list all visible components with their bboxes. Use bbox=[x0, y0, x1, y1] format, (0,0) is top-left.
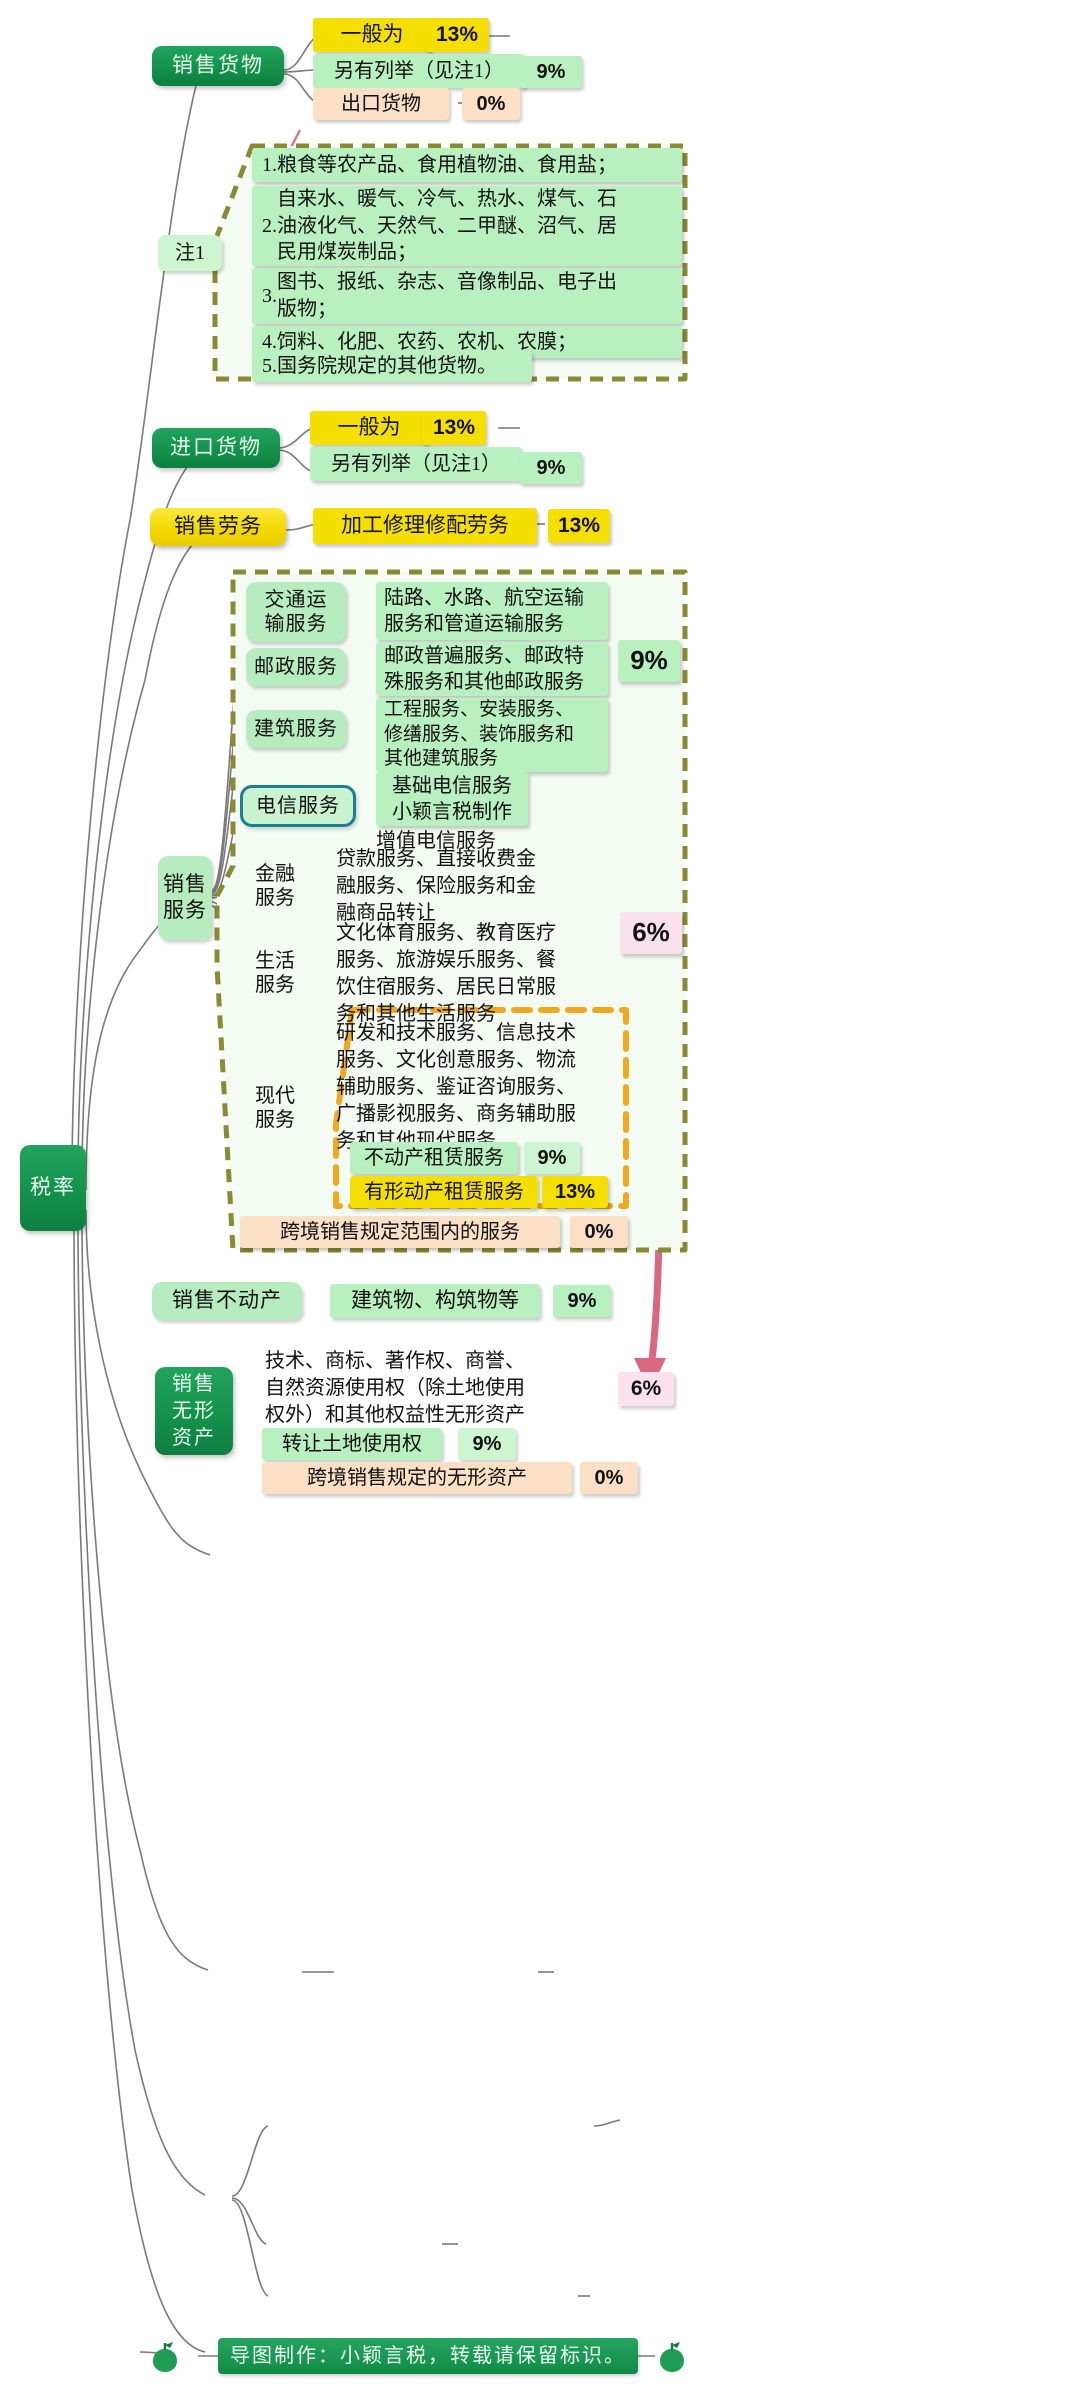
intangible-row-2-rate[interactable]: 0% bbox=[580, 1462, 638, 1494]
note1-item-1-num: 2. bbox=[262, 214, 277, 237]
note1-item-2-num: 3. bbox=[262, 284, 277, 307]
note1-item-4[interactable]: 5.国务院规定的其他货物。 bbox=[252, 350, 532, 382]
service-item-5-name[interactable]: 生活 服务 bbox=[255, 949, 295, 996]
service-item-4-detail[interactable]: 贷款服务、直接收费金 融服务、保险服务和金 融商品转让 bbox=[336, 847, 536, 924]
intangible-row-1-label[interactable]: 转让土地使用权 bbox=[262, 1428, 442, 1460]
intangible-row-0-rate[interactable]: 6% bbox=[618, 1372, 674, 1406]
branch-sell-intangible[interactable]: 销售 无形 资产 bbox=[155, 1367, 233, 1455]
branch-sell-labor[interactable]: 销售劳务 bbox=[150, 508, 286, 546]
sell-goods-row-2-rate[interactable]: 0% bbox=[462, 88, 520, 120]
services-rate-6-badge[interactable]: 6% bbox=[620, 912, 682, 954]
sell-realestate-row-0-label[interactable]: 建筑物、构筑物等 bbox=[330, 1284, 540, 1318]
intangible-row-2-label[interactable]: 跨境销售规定的无形资产 bbox=[262, 1462, 572, 1494]
service-item-0-name[interactable]: 交通运 输服务 bbox=[246, 582, 346, 642]
cross-border-services-rate[interactable]: 0% bbox=[570, 1216, 628, 1248]
service-item-1-detail[interactable]: 邮政普遍服务、邮政特 殊服务和其他邮政服务 bbox=[376, 642, 608, 696]
note1-item-2[interactable]: 3.图书、报纸、杂志、音像制品、电子出 版物； bbox=[252, 268, 682, 324]
modern-extra-1-label[interactable]: 有形动产租赁服务 bbox=[350, 1176, 538, 1208]
service-item-3-name[interactable]: 电信服务 bbox=[240, 785, 356, 827]
root-node[interactable]: 税率 bbox=[20, 1145, 86, 1231]
apple-icon-left bbox=[153, 2342, 177, 2372]
sell-labor-row-0-rate[interactable]: 13% bbox=[548, 509, 610, 543]
footer-credit-bar[interactable]: 导图制作：小颖言税，转载请保留标识。 bbox=[218, 2338, 638, 2374]
service-item-6-name[interactable]: 现代 服务 bbox=[255, 1084, 295, 1131]
service-item-1-name[interactable]: 邮政服务 bbox=[246, 648, 346, 686]
branch-sell-realestate[interactable]: 销售不动产 bbox=[152, 1282, 302, 1320]
sell-goods-row-0-label[interactable]: 一般为 bbox=[313, 18, 431, 52]
note1-item-1-text: 自来水、暖气、冷气、热水、煤气、石 油液化气、天然气、二甲醚、沼气、居 民用煤炭… bbox=[277, 188, 617, 264]
service-item-2-name[interactable]: 建筑服务 bbox=[246, 710, 346, 748]
service-item-4-name[interactable]: 金融 服务 bbox=[255, 862, 295, 909]
modern-extra-1-rate[interactable]: 13% bbox=[542, 1176, 608, 1208]
import-goods-row-1-rate[interactable]: 9% bbox=[520, 452, 582, 484]
services-rate-9-badge[interactable]: 9% bbox=[618, 640, 680, 682]
import-goods-row-1-label[interactable]: 另有列举（见注1） bbox=[310, 447, 522, 481]
note1-item-1[interactable]: 2.自来水、暖气、冷气、热水、煤气、石 油液化气、天然气、二甲醚、沼气、居 民用… bbox=[252, 186, 682, 266]
service-item-6-detail[interactable]: 研发和技术服务、信息技术 服务、文化创意服务、物流 辅助服务、鉴证咨询服务、 广… bbox=[336, 1021, 576, 1152]
service-item-0-detail[interactable]: 陆路、水路、航空运输 服务和管道运输服务 bbox=[376, 582, 608, 640]
intangible-row-0-label[interactable]: 技术、商标、著作权、商誉、 自然资源使用权（除土地使用 权外）和其他权益性无形资… bbox=[265, 1349, 525, 1426]
sell-labor-row-0-label[interactable]: 加工修理修配劳务 bbox=[313, 508, 537, 544]
sell-goods-row-1-rate[interactable]: 9% bbox=[520, 56, 582, 88]
branch-import-goods[interactable]: 进口货物 bbox=[152, 428, 280, 468]
import-goods-row-0-rate[interactable]: 13% bbox=[422, 411, 486, 445]
sell-goods-row-2-label[interactable]: 出口货物 bbox=[313, 88, 449, 120]
note1-item-2-text: 图书、报纸、杂志、音像制品、电子出 版物； bbox=[277, 271, 617, 320]
service-item-3-detail[interactable]: 基础电信服务 小颖言税制作 bbox=[376, 772, 528, 826]
branch-sell-goods[interactable]: 销售货物 bbox=[152, 46, 284, 86]
note1-badge[interactable]: 注1 bbox=[158, 235, 222, 271]
branch-sell-services[interactable]: 销售 服务 bbox=[158, 856, 212, 940]
apple-icon-right bbox=[660, 2342, 684, 2372]
import-goods-row-0-label[interactable]: 一般为 bbox=[310, 411, 428, 445]
sell-goods-row-0-rate[interactable]: 13% bbox=[425, 18, 489, 52]
modern-extra-0-label[interactable]: 不动产租赁服务 bbox=[350, 1142, 518, 1174]
modern-services-dashed-zone bbox=[320, 1004, 630, 1212]
sell-goods-row-1-label[interactable]: 另有列举（见注1） bbox=[313, 54, 525, 88]
note1-item-0[interactable]: 1.粮食等农产品、食用植物油、食用盐； bbox=[252, 148, 682, 182]
service-item-2-detail[interactable]: 工程服务、安装服务、 修缮服务、装饰服务和 其他建筑服务 bbox=[376, 698, 608, 772]
cross-border-services-label[interactable]: 跨境销售规定范围内的服务 bbox=[240, 1216, 560, 1248]
modern-extra-0-rate[interactable]: 9% bbox=[524, 1142, 580, 1174]
service-item-5-detail[interactable]: 文化体育服务、教育医疗 服务、旅游娱乐服务、餐 饮住宿服务、居民日常服 务和其他… bbox=[336, 922, 556, 1025]
sell-realestate-row-0-rate[interactable]: 9% bbox=[553, 1285, 611, 1317]
intangible-row-1-rate[interactable]: 9% bbox=[458, 1428, 516, 1460]
